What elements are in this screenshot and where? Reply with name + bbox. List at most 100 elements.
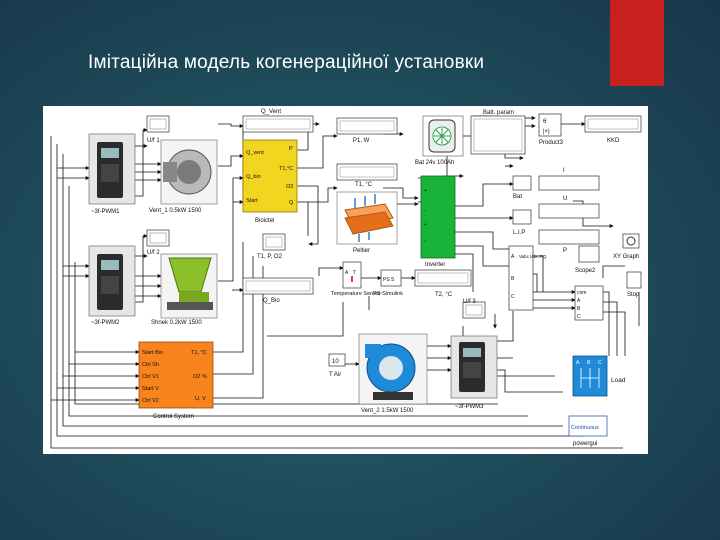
- svg-text:A: A: [345, 270, 349, 276]
- peltier-block[interactable]: Peltier: [336, 191, 398, 254]
- kkd-label: KKD: [607, 138, 620, 144]
- svg-text:A: A: [576, 360, 580, 366]
- pwm2-label: ~3f-PWM2: [91, 320, 120, 326]
- powergui-label: powergui: [573, 441, 597, 447]
- u-display[interactable]: U: [538, 196, 600, 219]
- temp-sensor-label: Temperature Sensor: [331, 291, 381, 297]
- svg-text:Start Bio: Start Bio: [142, 350, 163, 356]
- q-bio-display[interactable]: Q_Bio: [242, 277, 314, 304]
- meas-label: Vabc Iabc PQ: [519, 254, 547, 259]
- svg-text:C: C: [577, 314, 581, 320]
- lip-scope[interactable]: L.I.P: [512, 209, 532, 236]
- pwm1-block[interactable]: ~3f-PWM1: [88, 133, 136, 215]
- uf2-display[interactable]: U/f 2: [146, 229, 170, 256]
- xy-graph-label: XY Graph: [613, 254, 639, 260]
- pwm3-block[interactable]: ~3f-PWM3: [450, 335, 498, 410]
- t1-p-o2-scope[interactable]: T1, P, O2: [257, 233, 286, 260]
- temperature-sensor[interactable]: A T Temperature Sensor: [331, 261, 381, 297]
- load-block[interactable]: A B C Load: [572, 355, 626, 397]
- t1po2-label: T1, P, O2: [257, 254, 283, 260]
- t-air-value: 10: [332, 359, 339, 365]
- bat-scope[interactable]: Bat: [512, 175, 532, 200]
- continuous-label: Continuous: [571, 425, 599, 431]
- t2c-label: T2, °C: [435, 292, 453, 298]
- slide-title: Імітаційна модель когенераційної установ…: [88, 52, 485, 73]
- control-system-label: Control System: [153, 414, 194, 420]
- battery-block[interactable]: Bat 24v 100Ah: [415, 115, 464, 166]
- ps-simulink-converter[interactable]: PS S PS-Simulink: [373, 269, 403, 297]
- uf1-label: U/f 1: [147, 138, 160, 144]
- scope2-label: Scope2: [575, 268, 596, 274]
- three-phase-switch[interactable]: com A B C: [574, 285, 604, 321]
- uf3-display[interactable]: U/f 3: [462, 299, 486, 319]
- load-label: Load: [611, 377, 626, 384]
- simulink-diagram: ~3f-PWM1 ~3f-PWM2 ~3f-PWM3 U/f 1 U/f 2 U…: [43, 106, 648, 454]
- svg-text:-: -: [424, 208, 426, 214]
- i-label: I: [563, 168, 565, 174]
- lip-label: L.I.P: [513, 230, 525, 236]
- diagram-canvas: ~3f-PWM1 ~3f-PWM2 ~3f-PWM3 U/f 1 U/f 2 U…: [50, 109, 642, 449]
- product3-block[interactable]: θ |×| Product3: [538, 113, 564, 146]
- ps-simulink-label: PS-Simulink: [373, 291, 403, 297]
- battery-label: Bat 24v 100Ah: [415, 160, 454, 166]
- svg-text:Start V: Start V: [142, 386, 159, 392]
- pwm1-label: ~3f-PWM1: [91, 209, 120, 215]
- svg-text:C: C: [511, 294, 515, 300]
- svg-text:com: com: [577, 290, 586, 296]
- q-bio-label: Q_Bio: [263, 298, 280, 304]
- xy-graph-block[interactable]: XY Graph: [613, 233, 640, 260]
- svg-text:O2 %: O2 %: [193, 374, 207, 380]
- shnek-label: Shnek 0.2kW 1500: [151, 320, 202, 326]
- p1w-label: P1, W: [353, 138, 370, 144]
- bioictel-block[interactable]: Q_vent Q_bio Start P T1,°C O2 Q Bioictel: [242, 139, 298, 224]
- t-air-label: T Air: [329, 372, 341, 378]
- svg-text:Start: Start: [246, 198, 258, 204]
- inverter-block[interactable]: + - + - Inverter: [420, 175, 456, 268]
- accent-bar: [610, 0, 664, 86]
- svg-text:Q: Q: [289, 200, 294, 206]
- svg-text:θ: θ: [543, 119, 547, 125]
- i-display[interactable]: I: [538, 168, 600, 191]
- svg-text:Ctrl V2: Ctrl V2: [142, 398, 159, 404]
- shnek-block[interactable]: Shnek 0.2kW 1500: [151, 253, 218, 326]
- vent2-block[interactable]: Vent_2 1.5kW 1500: [358, 333, 428, 414]
- vent1-block[interactable]: Vent_1 0.5kW 1500: [149, 139, 218, 214]
- svg-text:P: P: [289, 146, 293, 152]
- bioictel-label: Bioictel: [255, 218, 274, 224]
- svg-text:Ctrl V1: Ctrl V1: [142, 374, 159, 380]
- svg-text:Q_bio: Q_bio: [246, 174, 261, 180]
- powergui-block[interactable]: Continuous powergui: [568, 415, 608, 447]
- vent1-label: Vent_1 0.5kW 1500: [149, 208, 202, 214]
- stop-label: Stop: [627, 292, 640, 298]
- q-vent-display[interactable]: Q_Vent: [242, 109, 314, 133]
- svg-text:+: +: [424, 222, 427, 228]
- t1c-display[interactable]: T1, °C: [336, 163, 398, 188]
- svg-text:B: B: [511, 276, 515, 282]
- control-system-block[interactable]: Start Bio Ctrl Sh Ctrl V1 Start V Ctrl V…: [138, 341, 214, 420]
- svg-text:PS S: PS S: [383, 277, 395, 283]
- svg-text:B: B: [577, 306, 581, 312]
- scope2-block[interactable]: Scope2: [575, 245, 600, 274]
- batt-param-label: Batt. param: [483, 110, 514, 116]
- svg-text:C: C: [598, 360, 602, 366]
- svg-text:|×|: |×|: [543, 129, 550, 135]
- svg-text:T1,°C: T1,°C: [279, 166, 293, 172]
- vent2-label: Vent_2 1.5kW 1500: [361, 408, 414, 414]
- inverter-label: Inverter: [425, 262, 445, 268]
- t-air-constant[interactable]: 10 T Air: [328, 353, 346, 378]
- svg-text:T: T: [353, 270, 356, 276]
- stop-block[interactable]: Stop: [626, 271, 642, 298]
- batt-param-display[interactable]: Batt. param: [470, 110, 526, 155]
- u-label: U: [563, 196, 567, 202]
- pwm2-block[interactable]: ~3f-PWM2: [88, 245, 136, 326]
- svg-text:A: A: [511, 254, 515, 260]
- svg-text:O2: O2: [286, 184, 293, 190]
- q-vent-label: Q_Vent: [261, 109, 281, 115]
- kkd-display[interactable]: KKD: [584, 115, 642, 144]
- t2c-display[interactable]: T2, °C: [414, 269, 472, 298]
- svg-text:-: -: [424, 238, 426, 244]
- vi-measurement-block[interactable]: A B C Vabc Iabc PQ: [508, 245, 547, 311]
- p1w-display[interactable]: P1, W: [336, 117, 398, 144]
- p-display[interactable]: P: [538, 229, 600, 254]
- uf1-display[interactable]: U/f 1: [146, 115, 170, 144]
